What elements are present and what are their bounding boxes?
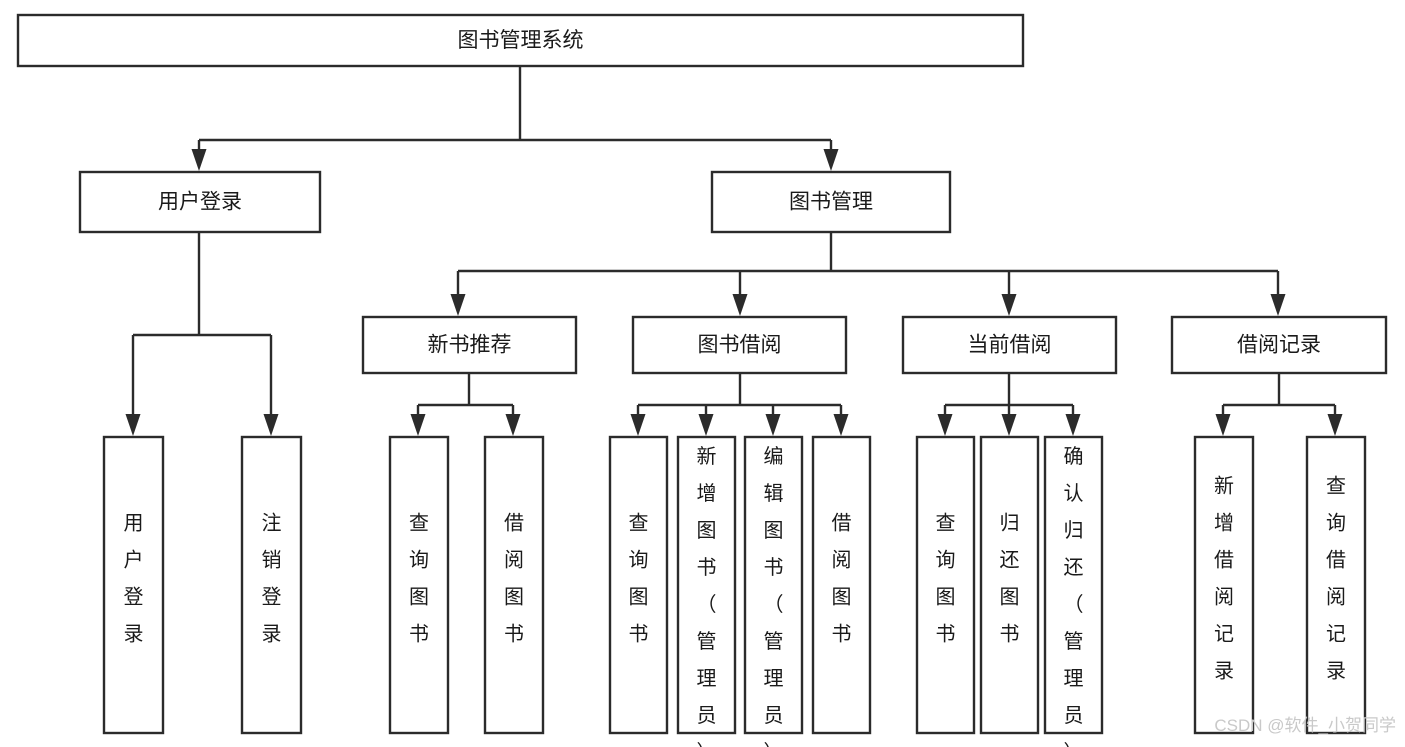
node-bookmgmt[interactable]: 图书管理 <box>710 170 952 234</box>
node-leaf-current-return[interactable]: 归还图书 <box>979 435 1040 735</box>
connector-group-current <box>937 373 1081 436</box>
node-box-records[interactable] <box>1170 315 1388 375</box>
node-box-root[interactable] <box>16 13 1025 68</box>
node-leaf-user-login[interactable]: 用户登录 <box>102 435 165 735</box>
node-records[interactable]: 借阅记录 <box>1170 315 1388 375</box>
node-borrow[interactable]: 图书借阅 <box>631 315 848 375</box>
node-box-leaf-user-login[interactable] <box>102 435 165 735</box>
arrow-head-icon <box>191 149 207 171</box>
node-label-newbook: 新书推荐 <box>428 334 512 357</box>
arrow-head-icon <box>1270 294 1286 316</box>
node-leaf-current-query[interactable]: 查询图书 <box>915 435 976 735</box>
arrow-head-icon <box>765 414 781 436</box>
node-label-leaf-records-query: 查询借阅记录 <box>1326 475 1346 683</box>
node-label-leaf-user-login: 用户登录 <box>124 513 144 646</box>
node-label-leaf-newbook-query: 查询图书 <box>409 512 429 646</box>
node-label-leaf-borrow-edit: 编辑图书（管理员） <box>764 445 784 747</box>
node-layer: 图书管理系统用户登录图书管理新书推荐图书借阅当前借阅借阅记录用户登录注销登录查询… <box>16 13 1388 747</box>
arrow-head-icon <box>1327 414 1343 436</box>
node-leaf-borrow-do[interactable]: 借阅图书 <box>811 435 872 735</box>
arrow-head-icon <box>1001 294 1017 316</box>
node-label-leaf-user-logout: 注销登录 <box>262 512 282 646</box>
node-root[interactable]: 图书管理系统 <box>16 13 1025 68</box>
node-leaf-records-query[interactable]: 查询借阅记录 <box>1305 435 1367 735</box>
node-label-leaf-records-add: 新增借阅记录 <box>1214 475 1234 683</box>
arrow-head-icon <box>937 414 953 436</box>
node-leaf-borrow-edit[interactable]: 编辑图书（管理员） <box>743 435 804 747</box>
node-box-leaf-borrow-do[interactable] <box>811 435 872 735</box>
node-box-borrow[interactable] <box>631 315 848 375</box>
node-current[interactable]: 当前借阅 <box>901 315 1118 375</box>
node-leaf-borrow-add[interactable]: 新增图书（管理员） <box>676 435 737 747</box>
arrow-head-icon <box>823 149 839 171</box>
node-leaf-user-logout[interactable]: 注销登录 <box>240 435 303 735</box>
node-label-leaf-current-query: 查询图书 <box>936 512 956 646</box>
node-box-current[interactable] <box>901 315 1118 375</box>
node-box-leaf-newbook-borrow[interactable] <box>483 435 545 735</box>
arrow-head-icon <box>505 414 521 436</box>
arrow-head-icon <box>263 414 279 436</box>
arrow-head-icon <box>1001 414 1017 436</box>
node-label-leaf-newbook-borrow: 借阅图书 <box>504 512 524 646</box>
node-box-leaf-user-logout[interactable] <box>240 435 303 735</box>
node-label-current: 当前借阅 <box>968 334 1052 357</box>
arrow-head-icon <box>450 294 466 316</box>
node-box-leaf-current-confirm[interactable] <box>1043 435 1104 735</box>
connector-group-newbook <box>410 373 521 436</box>
csdn-watermark: CSDN @软件_小贺同学 <box>1214 716 1396 735</box>
arrow-head-icon <box>125 414 141 436</box>
connector-group-root <box>191 66 839 171</box>
connector-group-borrow <box>630 373 849 436</box>
connector-group-bookmgmt <box>450 232 1286 316</box>
node-newbook[interactable]: 新书推荐 <box>361 315 578 375</box>
node-box-leaf-current-return[interactable] <box>979 435 1040 735</box>
node-label-records: 借阅记录 <box>1237 334 1321 357</box>
node-leaf-borrow-query[interactable]: 查询图书 <box>608 435 669 735</box>
node-box-leaf-borrow-edit[interactable] <box>743 435 804 735</box>
arrow-head-icon <box>698 414 714 436</box>
node-box-login[interactable] <box>78 170 322 234</box>
node-login[interactable]: 用户登录 <box>78 170 322 234</box>
node-box-leaf-records-query[interactable] <box>1305 435 1367 735</box>
node-leaf-records-add[interactable]: 新增借阅记录 <box>1193 435 1255 735</box>
node-box-leaf-records-add[interactable] <box>1193 435 1255 735</box>
node-box-bookmgmt[interactable] <box>710 170 952 234</box>
node-box-leaf-borrow-add[interactable] <box>676 435 737 735</box>
node-leaf-newbook-borrow[interactable]: 借阅图书 <box>483 435 545 735</box>
arrow-head-icon <box>630 414 646 436</box>
arrow-head-icon <box>410 414 426 436</box>
node-label-login: 用户登录 <box>158 191 242 214</box>
arrow-head-icon <box>833 414 849 436</box>
node-box-newbook[interactable] <box>361 315 578 375</box>
node-box-leaf-newbook-query[interactable] <box>388 435 450 735</box>
arrow-head-icon <box>732 294 748 316</box>
arrow-head-icon <box>1215 414 1231 436</box>
node-label-leaf-borrow-add: 新增图书（管理员） <box>697 445 717 747</box>
connector-layer <box>125 66 1343 436</box>
node-leaf-newbook-query[interactable]: 查询图书 <box>388 435 450 735</box>
node-label-borrow: 图书借阅 <box>698 334 782 357</box>
node-box-leaf-current-query[interactable] <box>915 435 976 735</box>
connector-group-login <box>125 232 279 436</box>
node-label-leaf-current-return: 归还图书 <box>1000 512 1020 646</box>
node-label-leaf-borrow-do: 借阅图书 <box>832 512 852 646</box>
node-box-leaf-borrow-query[interactable] <box>608 435 669 735</box>
node-label-bookmgmt: 图书管理 <box>789 191 873 214</box>
node-label-leaf-borrow-query: 查询图书 <box>629 512 649 646</box>
connector-group-records <box>1215 373 1343 436</box>
node-label-leaf-current-confirm: 确认归还（管理员） <box>1064 445 1084 747</box>
arrow-head-icon <box>1065 414 1081 436</box>
node-leaf-current-confirm[interactable]: 确认归还（管理员） <box>1043 435 1104 747</box>
node-label-root: 图书管理系统 <box>458 29 584 52</box>
